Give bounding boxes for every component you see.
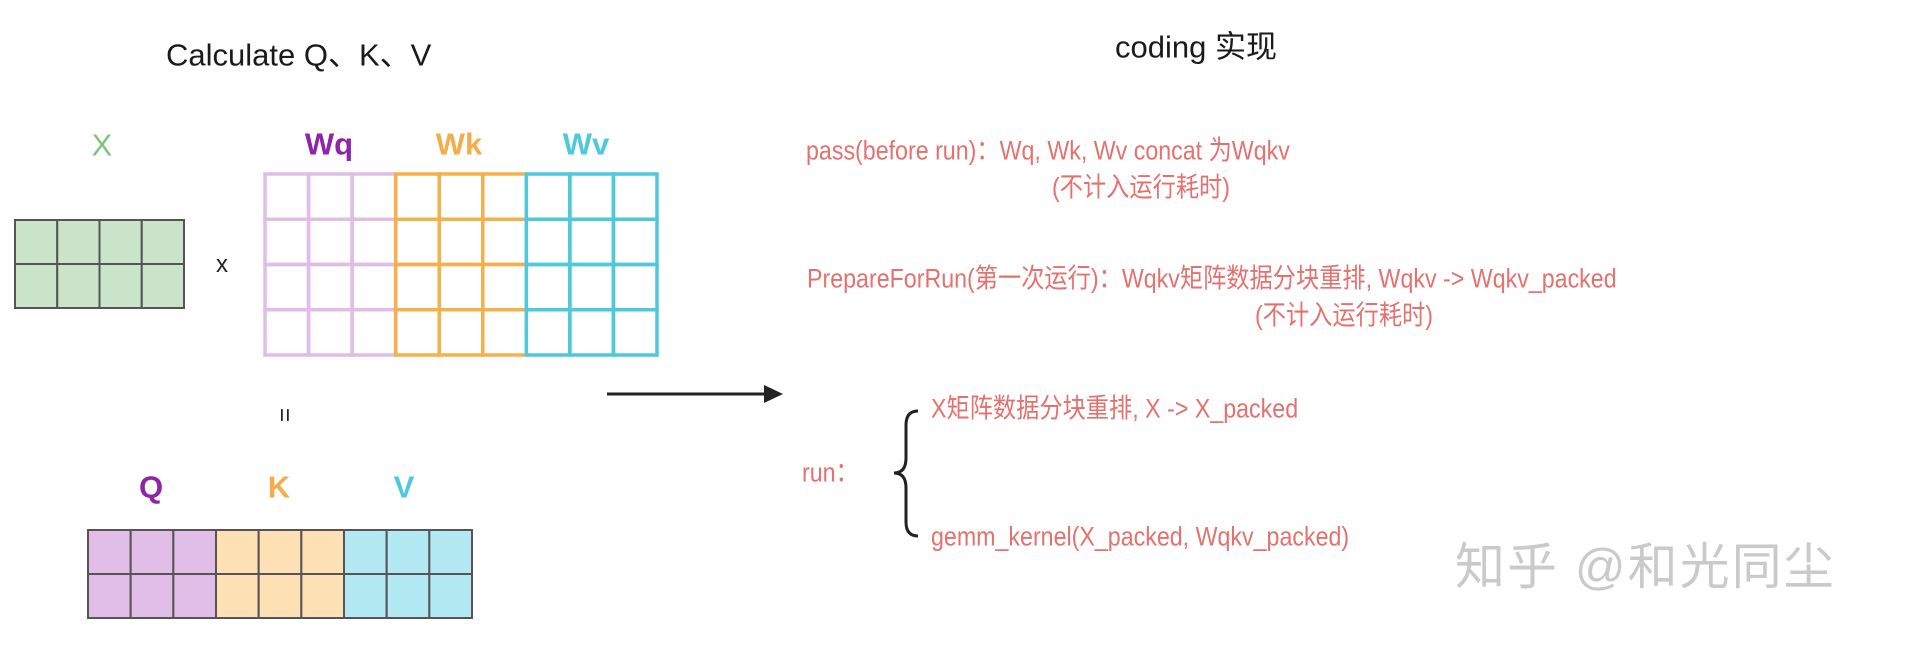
left-title: Calculate Q、K、V: [166, 37, 432, 73]
pass-line: pass(before run)：Wq, Wk, Wv concat 为Wqkv: [806, 135, 1290, 166]
wwv-matrix-cell: [611, 172, 659, 221]
x-matrix-label: X: [91, 127, 113, 163]
x-matrix-cell: [56, 263, 101, 309]
wwv-matrix-cell: [611, 217, 659, 267]
wwk-matrix-cell: [393, 262, 441, 312]
wq-label: Wq: [304, 126, 354, 162]
prepare-line: PrepareForRun(第一次运行)：Wqkv矩阵数据分块重排, Wqkv …: [807, 263, 1617, 294]
v-matrix-cell: [343, 573, 388, 619]
wwv-matrix-cell: [524, 217, 572, 267]
curly-brace-icon: [893, 409, 919, 538]
k-label: K: [267, 469, 291, 505]
q-matrix-cell: [129, 573, 175, 619]
k-matrix-cell: [215, 573, 260, 619]
k-matrix-cell: [257, 573, 303, 619]
wwk-matrix-cell: [393, 172, 441, 221]
wwk-matrix-cell: [481, 172, 529, 221]
k-matrix-cell: [300, 573, 346, 619]
wwv-matrix-cell: [611, 308, 659, 357]
v-matrix-cell: [343, 529, 388, 575]
wwq-matrix-cell: [350, 262, 398, 312]
v-label: V: [393, 469, 415, 505]
q-matrix-cell: [87, 573, 132, 619]
q-matrix-cell: [129, 529, 175, 575]
run-step-1: X矩阵数据分块重排, X -> X_packed: [931, 393, 1299, 424]
wv-label: Wv: [562, 126, 610, 162]
wwq-matrix-cell: [306, 172, 354, 221]
x-matrix-cell: [140, 263, 185, 309]
v-matrix-cell: [385, 529, 431, 575]
wwv-matrix-cell: [524, 262, 572, 312]
wwk-matrix-cell: [437, 262, 485, 312]
x-matrix-cell: [140, 219, 185, 265]
wwv-matrix-cell: [568, 308, 616, 357]
q-matrix-cell: [172, 573, 217, 619]
wwq-matrix-cell: [306, 308, 354, 357]
q-matrix-cell: [87, 529, 132, 575]
run-step-2: gemm_kernel(X_packed, Wqkv_packed): [931, 521, 1350, 552]
q-matrix-cell: [172, 529, 217, 575]
wwv-matrix-cell: [524, 172, 572, 221]
prepare-note: (不计入运行耗时): [1254, 300, 1434, 331]
x-matrix-cell: [98, 263, 143, 309]
v-matrix-cell: [428, 529, 474, 575]
wwv-matrix-cell: [568, 262, 616, 312]
arrow-head-icon: [764, 385, 783, 403]
wwk-matrix-cell: [393, 308, 441, 357]
wwq-matrix-cell: [350, 217, 398, 267]
wwk-matrix-cell: [393, 217, 441, 267]
k-matrix-cell: [300, 529, 346, 575]
x-matrix-cell: [14, 263, 59, 309]
wwk-matrix-cell: [481, 308, 529, 357]
wk-label: Wk: [435, 126, 483, 162]
wwv-matrix-cell: [611, 262, 659, 312]
pass-note: (不计入运行耗时): [1051, 172, 1231, 203]
k-matrix-cell: [215, 529, 260, 575]
wwv-matrix-cell: [568, 217, 616, 267]
k-matrix-cell: [257, 529, 303, 575]
wwq-matrix-cell: [263, 172, 311, 221]
wwq-matrix-cell: [306, 262, 354, 312]
wwq-matrix-cell: [350, 308, 398, 357]
wwq-matrix-cell: [306, 217, 354, 267]
wwq-matrix-cell: [263, 308, 311, 357]
wwk-matrix-cell: [481, 262, 529, 312]
q-label: Q: [138, 469, 164, 505]
wwk-matrix-cell: [437, 172, 485, 221]
wwk-matrix-cell: [437, 217, 485, 267]
wwv-matrix-cell: [524, 308, 572, 357]
wwk-matrix-cell: [481, 217, 529, 267]
wwv-matrix-cell: [568, 172, 616, 221]
v-matrix-cell: [385, 573, 431, 619]
wwq-matrix-cell: [263, 262, 311, 312]
wwq-matrix-cell: [350, 172, 398, 221]
wwq-matrix-cell: [263, 217, 311, 267]
right-title: coding 实现: [1115, 29, 1277, 65]
watermark: 知乎 @和光同尘: [1455, 539, 1836, 595]
multiply-sign: x: [216, 251, 228, 278]
v-matrix-cell: [428, 573, 474, 619]
run-label: run：: [802, 457, 859, 488]
x-matrix-cell: [56, 219, 101, 265]
wwk-matrix-cell: [437, 308, 485, 357]
equals-sign: =: [271, 407, 298, 423]
x-matrix-cell: [98, 219, 143, 265]
x-matrix-cell: [14, 219, 59, 265]
